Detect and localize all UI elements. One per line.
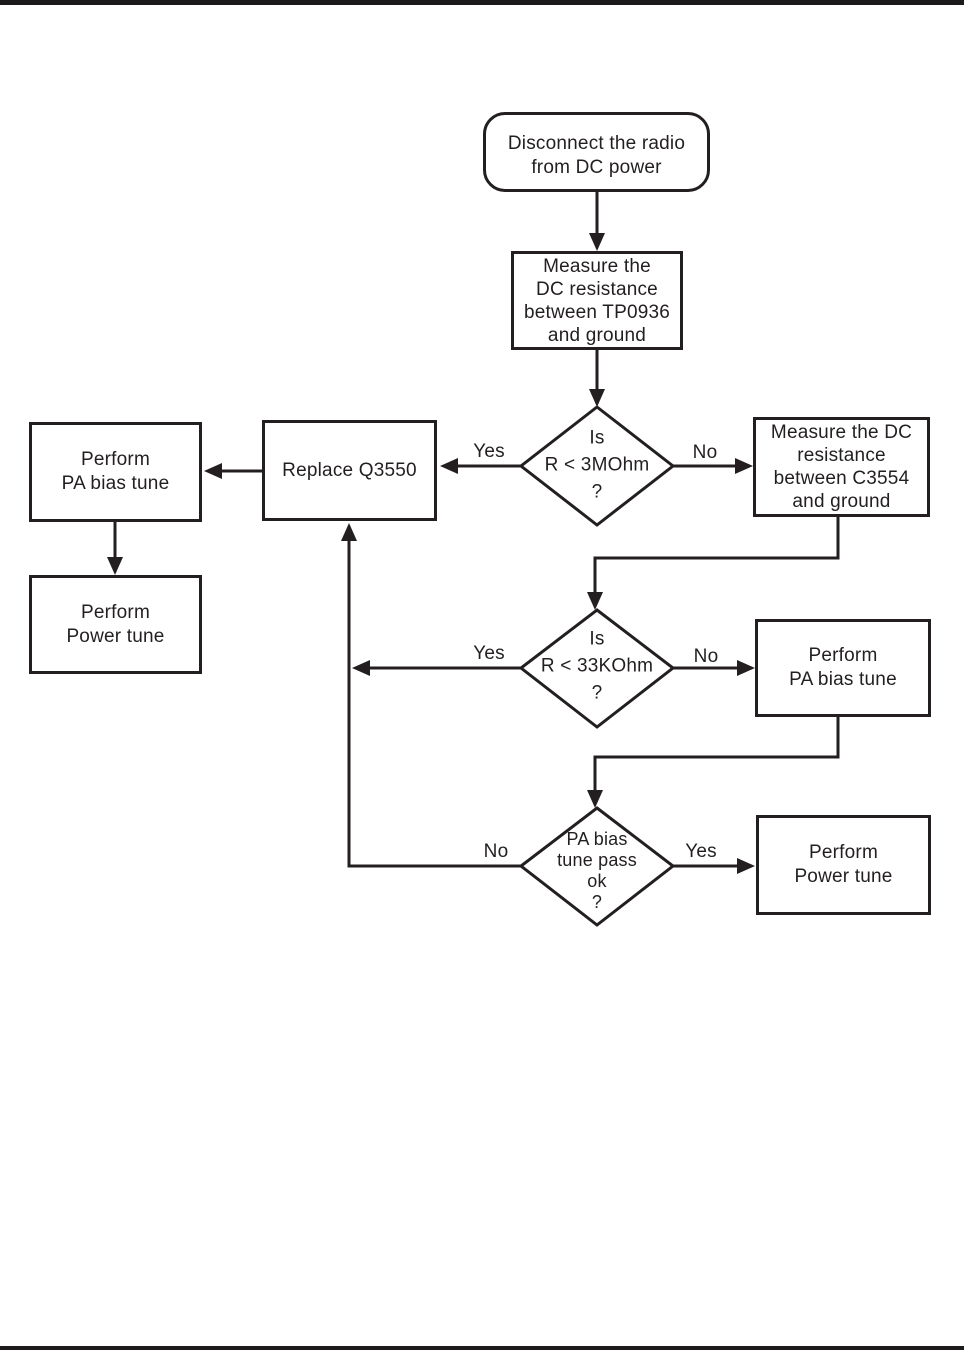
edge-pabiasright-to-decision3 xyxy=(593,717,840,804)
node-measure-tp0936: Measure the DC resistance between TP0936… xyxy=(511,251,683,350)
edge-label-r3mohm-yes: Yes xyxy=(473,441,505,462)
top-rule xyxy=(0,0,964,5)
node-replace-q3550-label: Replace Q3550 xyxy=(282,459,417,481)
edge-replace-to-pabias-arrowhead xyxy=(204,463,222,479)
decision-diamond-r3mohm xyxy=(518,405,676,527)
edge-decision3-feedback-arrowhead xyxy=(341,523,357,541)
edge-label-r33kohm-yes: Yes xyxy=(473,643,505,664)
edge-label-pabiaspass-yes: Yes xyxy=(685,841,717,862)
node-perform-power-left-label: Perform Power tune xyxy=(66,601,165,647)
edge-decision3-no-feedback xyxy=(347,528,522,868)
edge-start-to-measure-arrowhead xyxy=(589,233,605,251)
edge-pabias-to-power-arrowhead xyxy=(107,557,123,575)
edge-label-r3mohm-no: No xyxy=(692,442,718,463)
node-perform-pa-bias-right: Perform PA bias tune xyxy=(755,619,931,717)
edge-decision3-yes-arrowhead xyxy=(737,858,755,874)
edge-decision1-no-arrowhead xyxy=(735,458,753,474)
node-replace-q3550: Replace Q3550 xyxy=(262,420,437,521)
node-perform-pa-bias-left-label: Perform PA bias tune xyxy=(61,449,170,494)
node-measure-c3554: Measure the DC resistance between C3554 … xyxy=(753,417,930,517)
edge-decision2-yes-arrowhead xyxy=(352,660,370,676)
edge-pabiasright-to-decision3-arrowhead xyxy=(587,790,603,808)
edge-measure-to-decision1-arrowhead xyxy=(589,389,605,407)
edge-label-r33kohm-no: No xyxy=(693,646,719,667)
decision-diamond-pabiaspass xyxy=(518,806,676,927)
node-start: Disconnect the radio from DC power xyxy=(483,112,710,192)
node-start-label: Disconnect the radio from DC power xyxy=(507,133,686,178)
node-measure-c3554-label: Measure the DC resistance between C3554 … xyxy=(770,422,913,512)
bottom-rule xyxy=(0,1346,964,1350)
node-measure-tp0936-label: Measure the DC resistance between TP0936… xyxy=(523,255,671,346)
decision-r3mohm-label: Is R < 3MOhm ? xyxy=(544,427,650,503)
edge-decision1-yes-arrowhead xyxy=(440,458,458,474)
edge-c3554-to-decision2-arrowhead xyxy=(587,592,603,610)
edge-c3554-to-decision2 xyxy=(593,517,840,606)
node-perform-power-left: Perform Power tune xyxy=(29,575,202,674)
node-perform-power-right: Perform Power tune xyxy=(756,815,931,915)
decision-r33kohm-label: Is R < 33KOhm ? xyxy=(540,628,654,704)
decision-pabiaspass-label: PA bias tune pass ok ? xyxy=(557,829,637,912)
edge-label-pabiaspass-no: No xyxy=(483,841,509,862)
edge-decision2-no-arrowhead xyxy=(737,660,755,676)
decision-diamond-r33kohm xyxy=(518,608,676,729)
node-perform-power-right-label: Perform Power tune xyxy=(794,842,893,887)
node-perform-pa-bias-left: Perform PA bias tune xyxy=(29,422,202,522)
node-perform-pa-bias-right-label: Perform PA bias tune xyxy=(789,645,897,690)
